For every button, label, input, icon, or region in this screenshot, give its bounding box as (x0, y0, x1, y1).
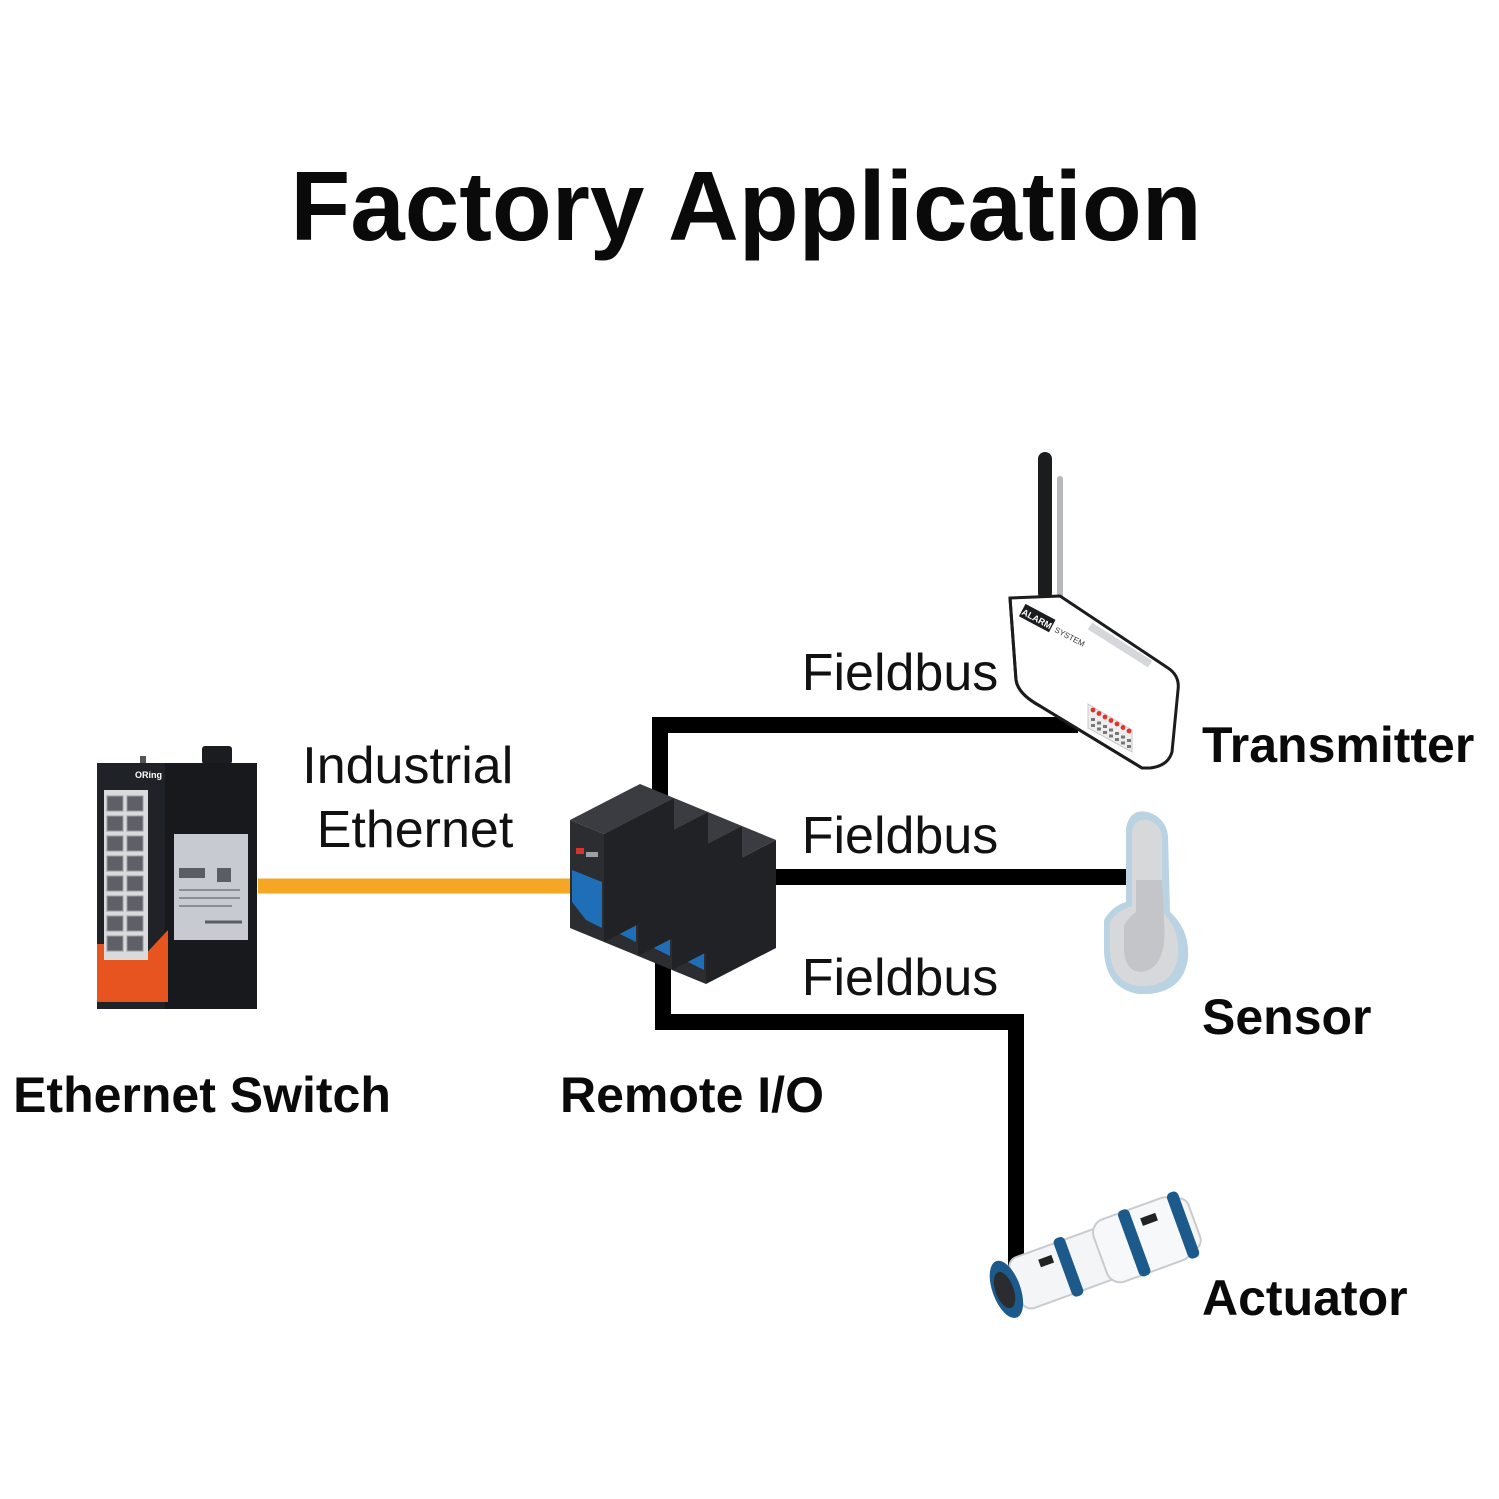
page-title: Factory Application (290, 151, 1201, 261)
fieldbus-label-top: Fieldbus (802, 644, 999, 702)
actuator-label: Actuator (1202, 1270, 1408, 1326)
switch-port (126, 815, 144, 832)
switch-port (106, 835, 124, 852)
switch-port (126, 875, 144, 892)
ethernet-switch-label: Ethernet Switch (13, 1067, 391, 1123)
actuator-icon (989, 1191, 1202, 1318)
switch-port (126, 935, 144, 952)
remote-io-label: Remote I/O (560, 1067, 824, 1123)
io-module (570, 784, 674, 942)
switch-brand: ORing (135, 770, 162, 780)
switch-port (106, 795, 124, 812)
switch-port (126, 855, 144, 872)
fieldbus-line-actuator (655, 950, 1024, 1280)
switch-port (106, 895, 124, 912)
switch-port (126, 835, 144, 852)
transmitter-label: Transmitter (1202, 717, 1474, 773)
switch-port (126, 915, 144, 932)
switch-port (106, 935, 124, 952)
industrial-ethernet-label: Industrial Ethernet (302, 737, 527, 859)
switch-port (106, 915, 124, 932)
sensor-icon (1104, 811, 1189, 994)
alarm-transmitter-icon: ALARM SYSTEM (1008, 452, 1180, 770)
industrial-ethernet-label-line2: Ethernet (317, 801, 514, 859)
fieldbus-label-middle: Fieldbus (802, 807, 999, 865)
switch-port (106, 855, 124, 872)
switch-port (126, 895, 144, 912)
industrial-ethernet-label-line1: Industrial (302, 737, 513, 795)
sensor-label: Sensor (1202, 989, 1372, 1045)
switch-port (106, 875, 124, 892)
fieldbus-line-transmitter (652, 717, 1078, 800)
switch-port (126, 795, 144, 812)
fieldbus-label-bottom: Fieldbus (802, 949, 999, 1007)
switch-port (106, 815, 124, 832)
remote-io-icon (570, 784, 776, 984)
ethernet-switch-icon: ORing (97, 746, 257, 1009)
